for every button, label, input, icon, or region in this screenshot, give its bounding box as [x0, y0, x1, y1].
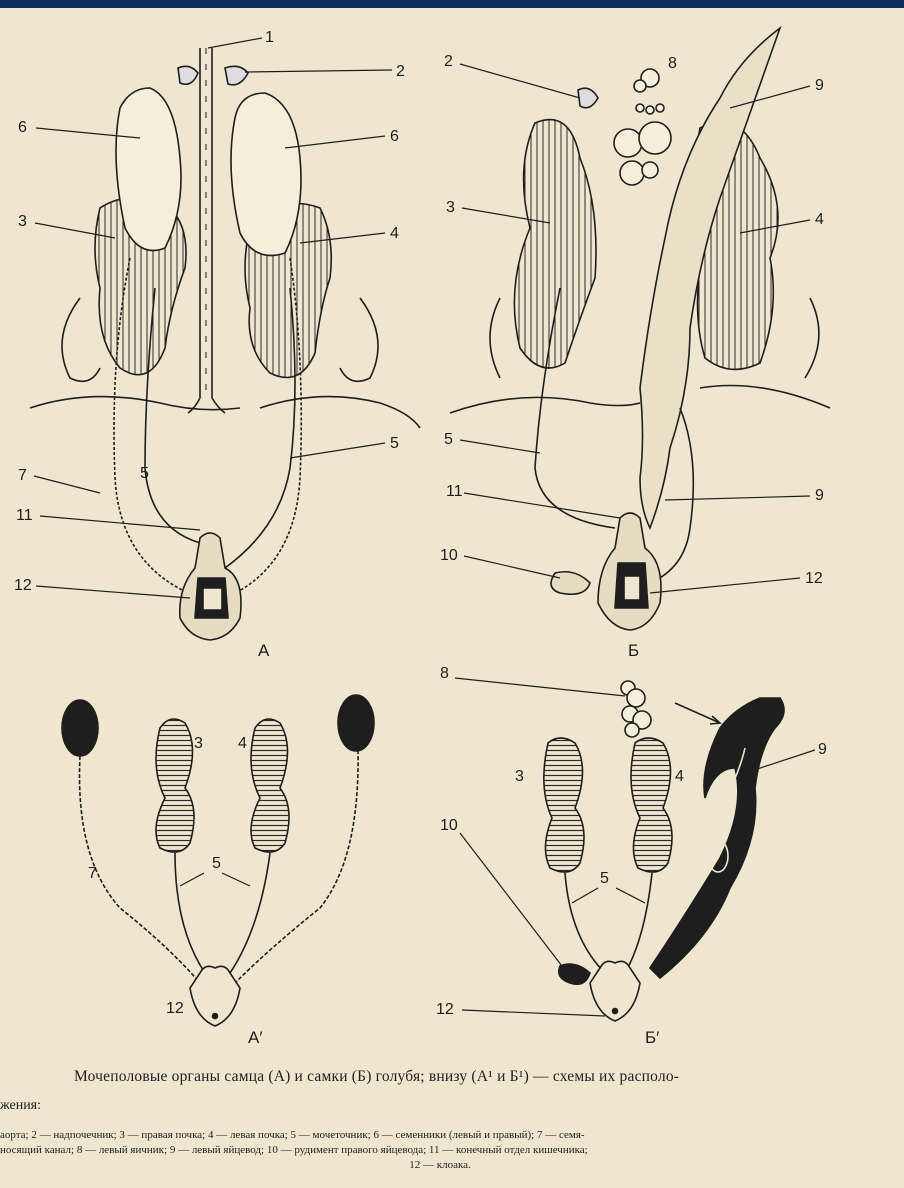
label-6a-left: 6 — [18, 119, 27, 136]
panel-label-b1: Б′ — [645, 1028, 659, 1047]
panel-a-male — [30, 48, 420, 640]
label-5a-left: 5 — [140, 465, 149, 482]
ovary-b — [614, 69, 671, 185]
label-5b: 5 — [444, 431, 453, 448]
panel-b-female — [450, 28, 830, 630]
label-1: 1 — [265, 29, 274, 46]
label-7a: 7 — [18, 467, 27, 484]
label-4a: 4 — [390, 225, 399, 242]
label-5-b1: 5 — [600, 870, 609, 887]
label-2b: 2 — [444, 53, 453, 70]
label-3a: 3 — [18, 213, 27, 230]
panel-label-a1: А′ — [248, 1028, 263, 1047]
label-7-a1: 7 — [88, 865, 97, 882]
label-11a: 11 — [16, 507, 33, 524]
label-10-b1: 10 — [440, 817, 458, 834]
label-8-b1: 8 — [440, 665, 449, 682]
aorta — [188, 48, 225, 413]
left-testis — [231, 93, 301, 256]
label-6a-right: 6 — [390, 128, 399, 145]
label-10b: 10 — [440, 547, 458, 564]
label-3-a1: 3 — [194, 735, 203, 752]
label-11b: 11 — [446, 483, 463, 500]
right-testis — [116, 88, 181, 251]
adrenal-left-a — [225, 66, 248, 85]
label-3b: 3 — [446, 199, 455, 216]
label-5-a1: 5 — [212, 855, 221, 872]
legend-line-2: носящий канал; 8 — левый яичник; 9 — лев… — [0, 1143, 880, 1158]
label-12-a1: 12 — [166, 1000, 184, 1017]
label-4-b1: 4 — [675, 768, 684, 785]
label-5a-right: 5 — [390, 435, 399, 452]
legend: аорта; 2 — надпочечник; 3 — правая почка… — [0, 1128, 880, 1173]
label-9b-mid: 9 — [815, 487, 824, 504]
label-9-b1: 9 — [818, 741, 827, 758]
figure-caption: Мочеполовые органы самца (А) и самки (Б)… — [74, 1068, 884, 1086]
legend-line-1: аорта; 2 — надпочечник; 3 — правая почка… — [0, 1128, 880, 1143]
label-4-a1: 4 — [238, 735, 247, 752]
ovary-b1 — [621, 681, 651, 737]
panel-b1-scheme — [544, 681, 784, 1021]
legend-heading: жения: — [0, 1098, 41, 1114]
legend-line-3: 12 — клоака. — [0, 1158, 880, 1173]
panel-label-b: Б — [628, 641, 639, 660]
label-8b: 8 — [668, 55, 677, 72]
panel-label-a: А — [258, 641, 270, 660]
right-kidney-b — [514, 120, 596, 368]
label-3-b1: 3 — [515, 768, 524, 785]
label-2a: 2 — [396, 63, 405, 80]
adrenal-right-a — [178, 66, 198, 84]
label-4b: 4 — [815, 211, 824, 228]
diagram-canvas: 1 2 6 6 3 4 5 5 7 11 12 А — [0, 8, 904, 1188]
label-12-b1: 12 — [436, 1001, 454, 1018]
label-12a: 12 — [14, 577, 32, 594]
label-9b-top: 9 — [815, 77, 824, 94]
label-12b: 12 — [805, 570, 823, 587]
page: 1 2 6 6 3 4 5 5 7 11 12 А — [0, 8, 904, 1188]
